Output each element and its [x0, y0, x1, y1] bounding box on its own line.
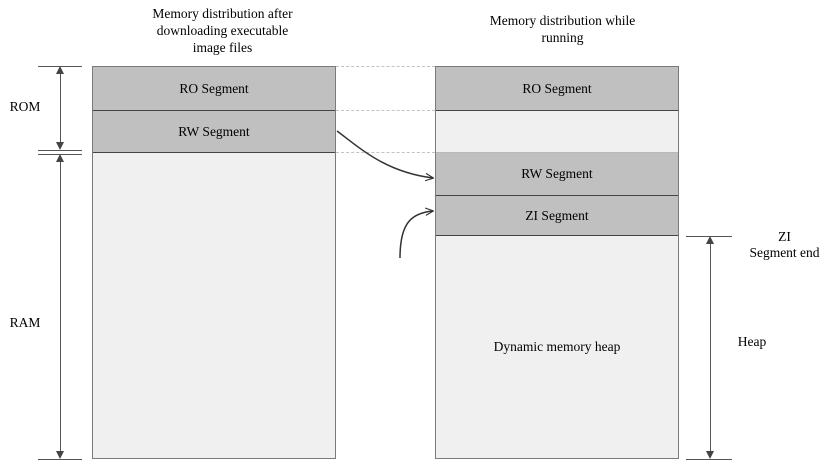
connector-line-top [336, 66, 435, 67]
ram-arrowhead-up [56, 154, 64, 162]
right-segment-ro: RO Segment [436, 67, 678, 111]
right-segment-rw: RW Segment [436, 153, 678, 196]
left-segment-rw: RW Segment [93, 111, 335, 153]
left-segment-free [93, 153, 335, 458]
left-segment-ro: RO Segment [93, 67, 335, 111]
rom-arrowhead-up [56, 66, 64, 74]
rom-arrowhead-down [56, 142, 64, 150]
heap-tick-bottom [686, 459, 732, 460]
ram-tick-bottom [38, 459, 82, 460]
connector-line-bottom [336, 152, 435, 153]
zi-segment-creation-arrow [399, 211, 433, 259]
right-segment-gap [436, 111, 678, 153]
rw-segment-transfer-arrow [336, 130, 433, 178]
right-panel-title: Memory distribution while running [489, 13, 636, 45]
heap-dimension-label: Heap [737, 334, 767, 349]
ram-dimension-bar [60, 157, 61, 455]
left-memory-box: RO Segment RW Segment [92, 66, 336, 459]
rom-tick-bottom [38, 150, 82, 151]
heap-dimension-bar [710, 239, 711, 455]
heap-arrowhead-up [706, 236, 714, 244]
right-segment-heap-label: Dynamic memory heap [493, 339, 621, 354]
right-segment-heap: Dynamic memory heap [436, 236, 678, 458]
right-segment-ro-label: RO Segment [522, 80, 592, 96]
right-memory-box: RO Segment RW Segment ZI Segment Dynamic… [435, 66, 679, 459]
left-segment-rw-label: RW Segment [178, 123, 250, 139]
left-segment-ro-label: RO Segment [179, 80, 249, 96]
ram-arrowhead-down [56, 451, 64, 459]
heap-arrowhead-down [706, 451, 714, 459]
rom-dimension-bar [60, 69, 61, 147]
rom-dimension-label: ROM [9, 99, 41, 114]
right-segment-rw-label: RW Segment [521, 166, 593, 181]
connector-line-middle [336, 110, 435, 111]
right-segment-zi: ZI Segment [436, 196, 678, 236]
right-segment-zi-label: ZI Segment [525, 207, 589, 223]
zi-segment-end-label: ZI Segment end [749, 229, 820, 260]
left-panel-title: Memory distribution after downloading ex… [152, 6, 293, 55]
ram-dimension-label: RAM [9, 315, 41, 330]
